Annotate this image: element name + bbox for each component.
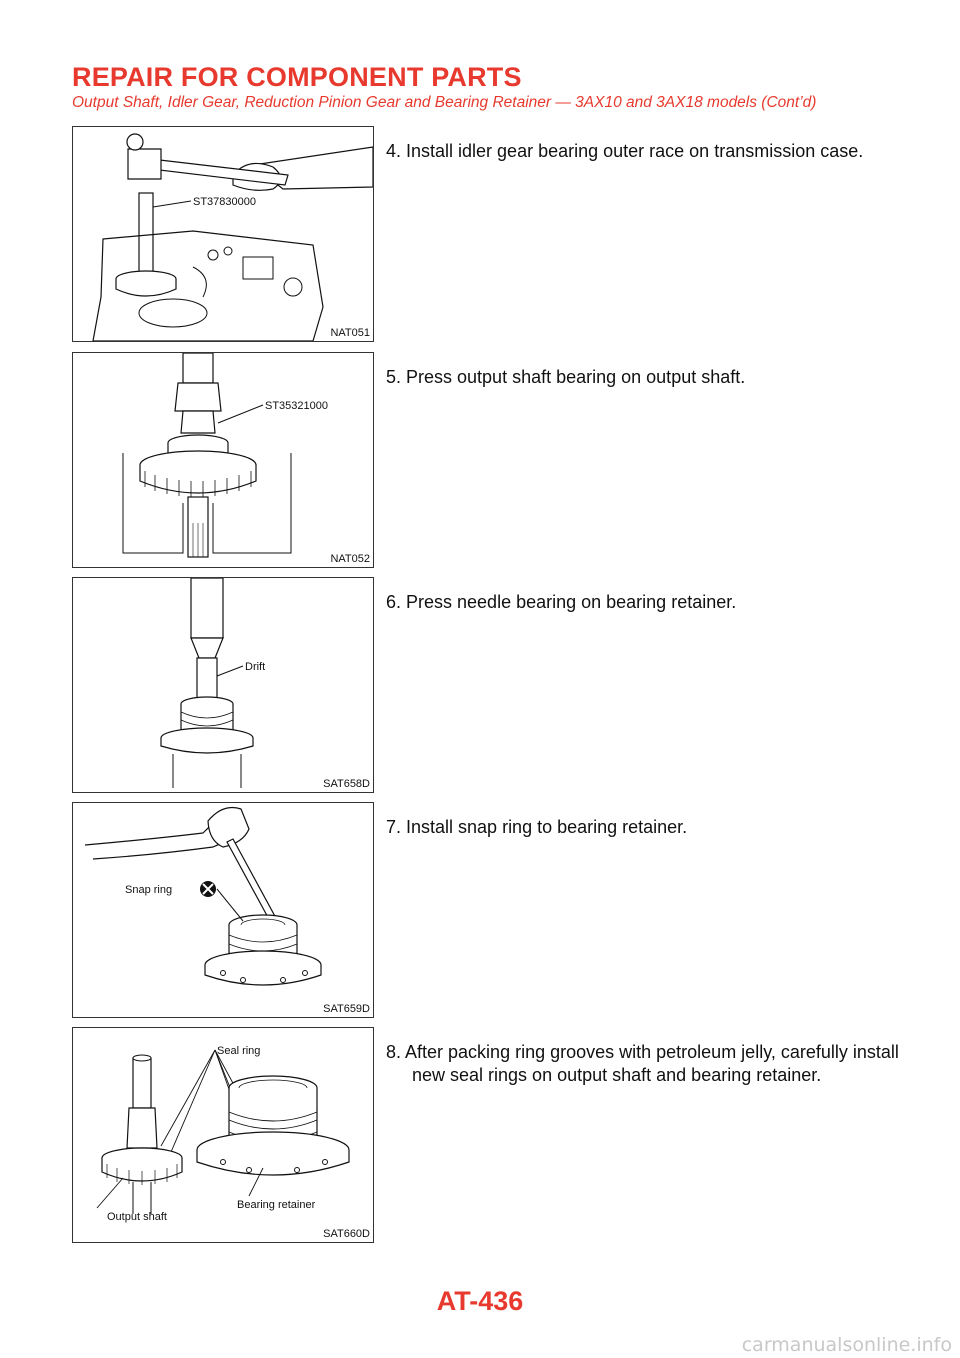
figure-label: Bearing retainer xyxy=(237,1199,316,1211)
page-number: AT-436 xyxy=(436,1286,524,1316)
figure-label: ST35321000 xyxy=(265,400,328,412)
seal-ring-install-illustration: Seal ring Output shaft Bearing retainer xyxy=(96,1045,350,1223)
figure-label: Output shaft xyxy=(107,1211,167,1223)
caution-x-icon xyxy=(200,881,216,897)
figure-code: NAT051 xyxy=(328,327,370,339)
step-5-text: 5. Press output shaft bearing on output … xyxy=(386,367,746,387)
hammer-drift-illustration: ST37830000 xyxy=(92,133,373,341)
figure-sat660d: Seal ring Output shaft Bearing retainer … xyxy=(72,1027,374,1243)
figure-nat051: ST37830000 NAT051 xyxy=(72,126,374,342)
figure-sat659d: Snap ring SAT659D xyxy=(72,802,374,1018)
watermark-text: carmanualsonline.info xyxy=(741,1334,952,1356)
figure-label: Drift xyxy=(245,661,265,673)
step-7-text: 7. Install snap ring to bearing retainer… xyxy=(386,817,688,837)
step-4-text: 4. Install idler gear bearing outer race… xyxy=(386,141,864,161)
figure-code: SAT659D xyxy=(321,1003,370,1015)
section-title: REPAIR FOR COMPONENT PARTS xyxy=(72,62,522,92)
section-subtitle: Output Shaft, Idler Gear, Reduction Pini… xyxy=(72,94,817,111)
drift-bearing-retainer-illustration: Drift xyxy=(160,578,265,788)
page-header: REPAIR FOR COMPONENT PARTS Output Shaft,… xyxy=(72,62,892,112)
figure-code: NAT052 xyxy=(328,553,370,565)
figure-code: SAT658D xyxy=(321,778,370,790)
step-8-line-2: new seal rings on output shaft and beari… xyxy=(412,1065,822,1085)
step-8-text: 8. After packing ring grooves with petro… xyxy=(386,1041,906,1087)
figure-label: Seal ring xyxy=(217,1045,260,1057)
step-6-text: 6. Press needle bearing on bearing retai… xyxy=(386,592,737,612)
output-shaft-press-illustration: ST35321000 xyxy=(122,353,328,558)
figure-code: SAT660D xyxy=(321,1228,370,1240)
step-8-line-1: 8. After packing ring grooves with petro… xyxy=(386,1042,899,1062)
figure-sat658d: Drift SAT658D xyxy=(72,577,374,793)
figure-label: ST37830000 xyxy=(193,196,256,208)
figure-label: Snap ring xyxy=(125,884,172,896)
snap-ring-install-illustration: Snap ring xyxy=(84,806,322,986)
figure-nat052: ST35321000 NAT052 xyxy=(72,352,374,568)
